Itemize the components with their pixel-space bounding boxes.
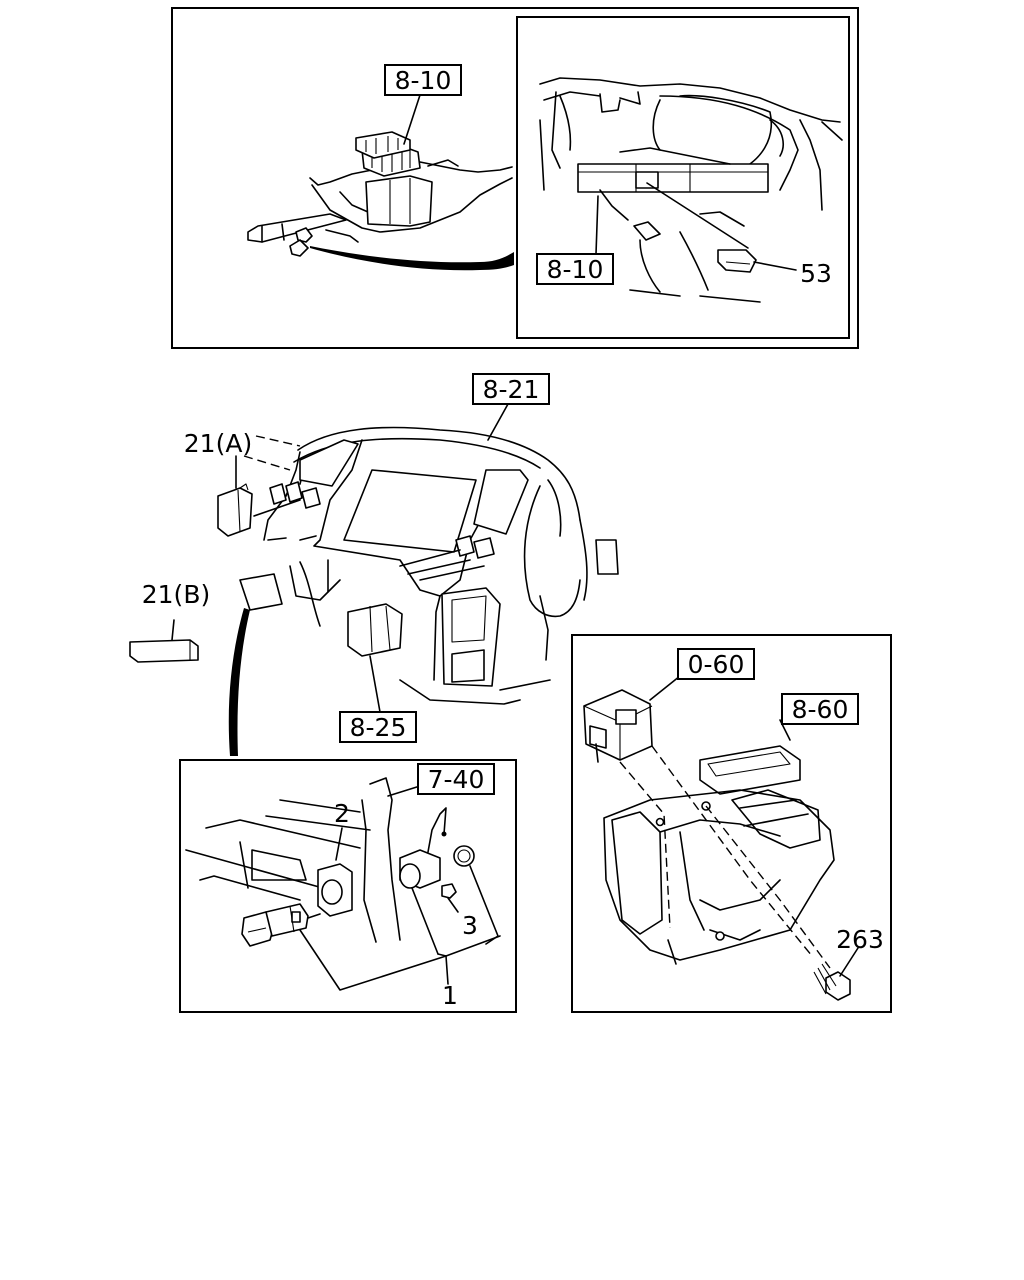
- callout-8-25: 8-25: [350, 713, 407, 742]
- bolt-263-illustration: [813, 947, 859, 1001]
- callout-7-40-box: [417, 763, 495, 795]
- switch-8-25-illustration: [347, 603, 403, 713]
- callout-8-21: 8-21: [483, 375, 540, 404]
- callout-8-10-inset: 8-10: [547, 255, 604, 284]
- lighter-panel: 7-40 2 3 1: [179, 759, 517, 1013]
- callout-8-10-top-left: 8-10: [395, 66, 452, 95]
- callout-8-25-box: [339, 711, 417, 743]
- callout-0-60: 0-60: [688, 650, 745, 679]
- callout-21a: 21(A): [184, 429, 252, 458]
- connector-swoosh: [310, 246, 514, 271]
- callout-7-40: 7-40: [428, 765, 485, 794]
- fuse-block-illustration: [247, 131, 513, 257]
- heater-unit-illustration: [583, 689, 835, 965]
- callout-3: 3: [462, 911, 478, 940]
- callout-21b: 21(B): [142, 580, 210, 609]
- callout-53: 53: [800, 259, 832, 288]
- relay-detail-illustration: [539, 77, 843, 303]
- callout-8-60: 8-60: [792, 695, 849, 724]
- switch-21a-illustration: [217, 455, 253, 537]
- callout-8-21-box: [472, 373, 550, 405]
- top-panel: 8-10 8-10 53: [171, 7, 859, 349]
- callout-2: 2: [334, 799, 350, 828]
- assembly-line-c: [705, 805, 831, 969]
- heater-panel: 0-60 8-60 263: [571, 634, 892, 1013]
- callout-8-10-inset-box: [536, 253, 614, 285]
- assembly-line-b: [651, 745, 813, 957]
- part-21b-illustration: [129, 619, 199, 663]
- instrument-panel-illustration: [239, 426, 619, 705]
- lighter-illustration: [185, 777, 501, 991]
- assembly-line-a: [619, 761, 671, 929]
- callout-8-10-top-left-box: [384, 64, 462, 96]
- callout-8-60-box: [781, 693, 859, 725]
- dashboard-section: 8-21: [129, 373, 619, 756]
- callout-1: 1: [442, 981, 458, 1010]
- callout-0-60-box: [677, 648, 755, 680]
- callout-263: 263: [836, 925, 884, 954]
- connector-swoosh-lower: [228, 608, 250, 756]
